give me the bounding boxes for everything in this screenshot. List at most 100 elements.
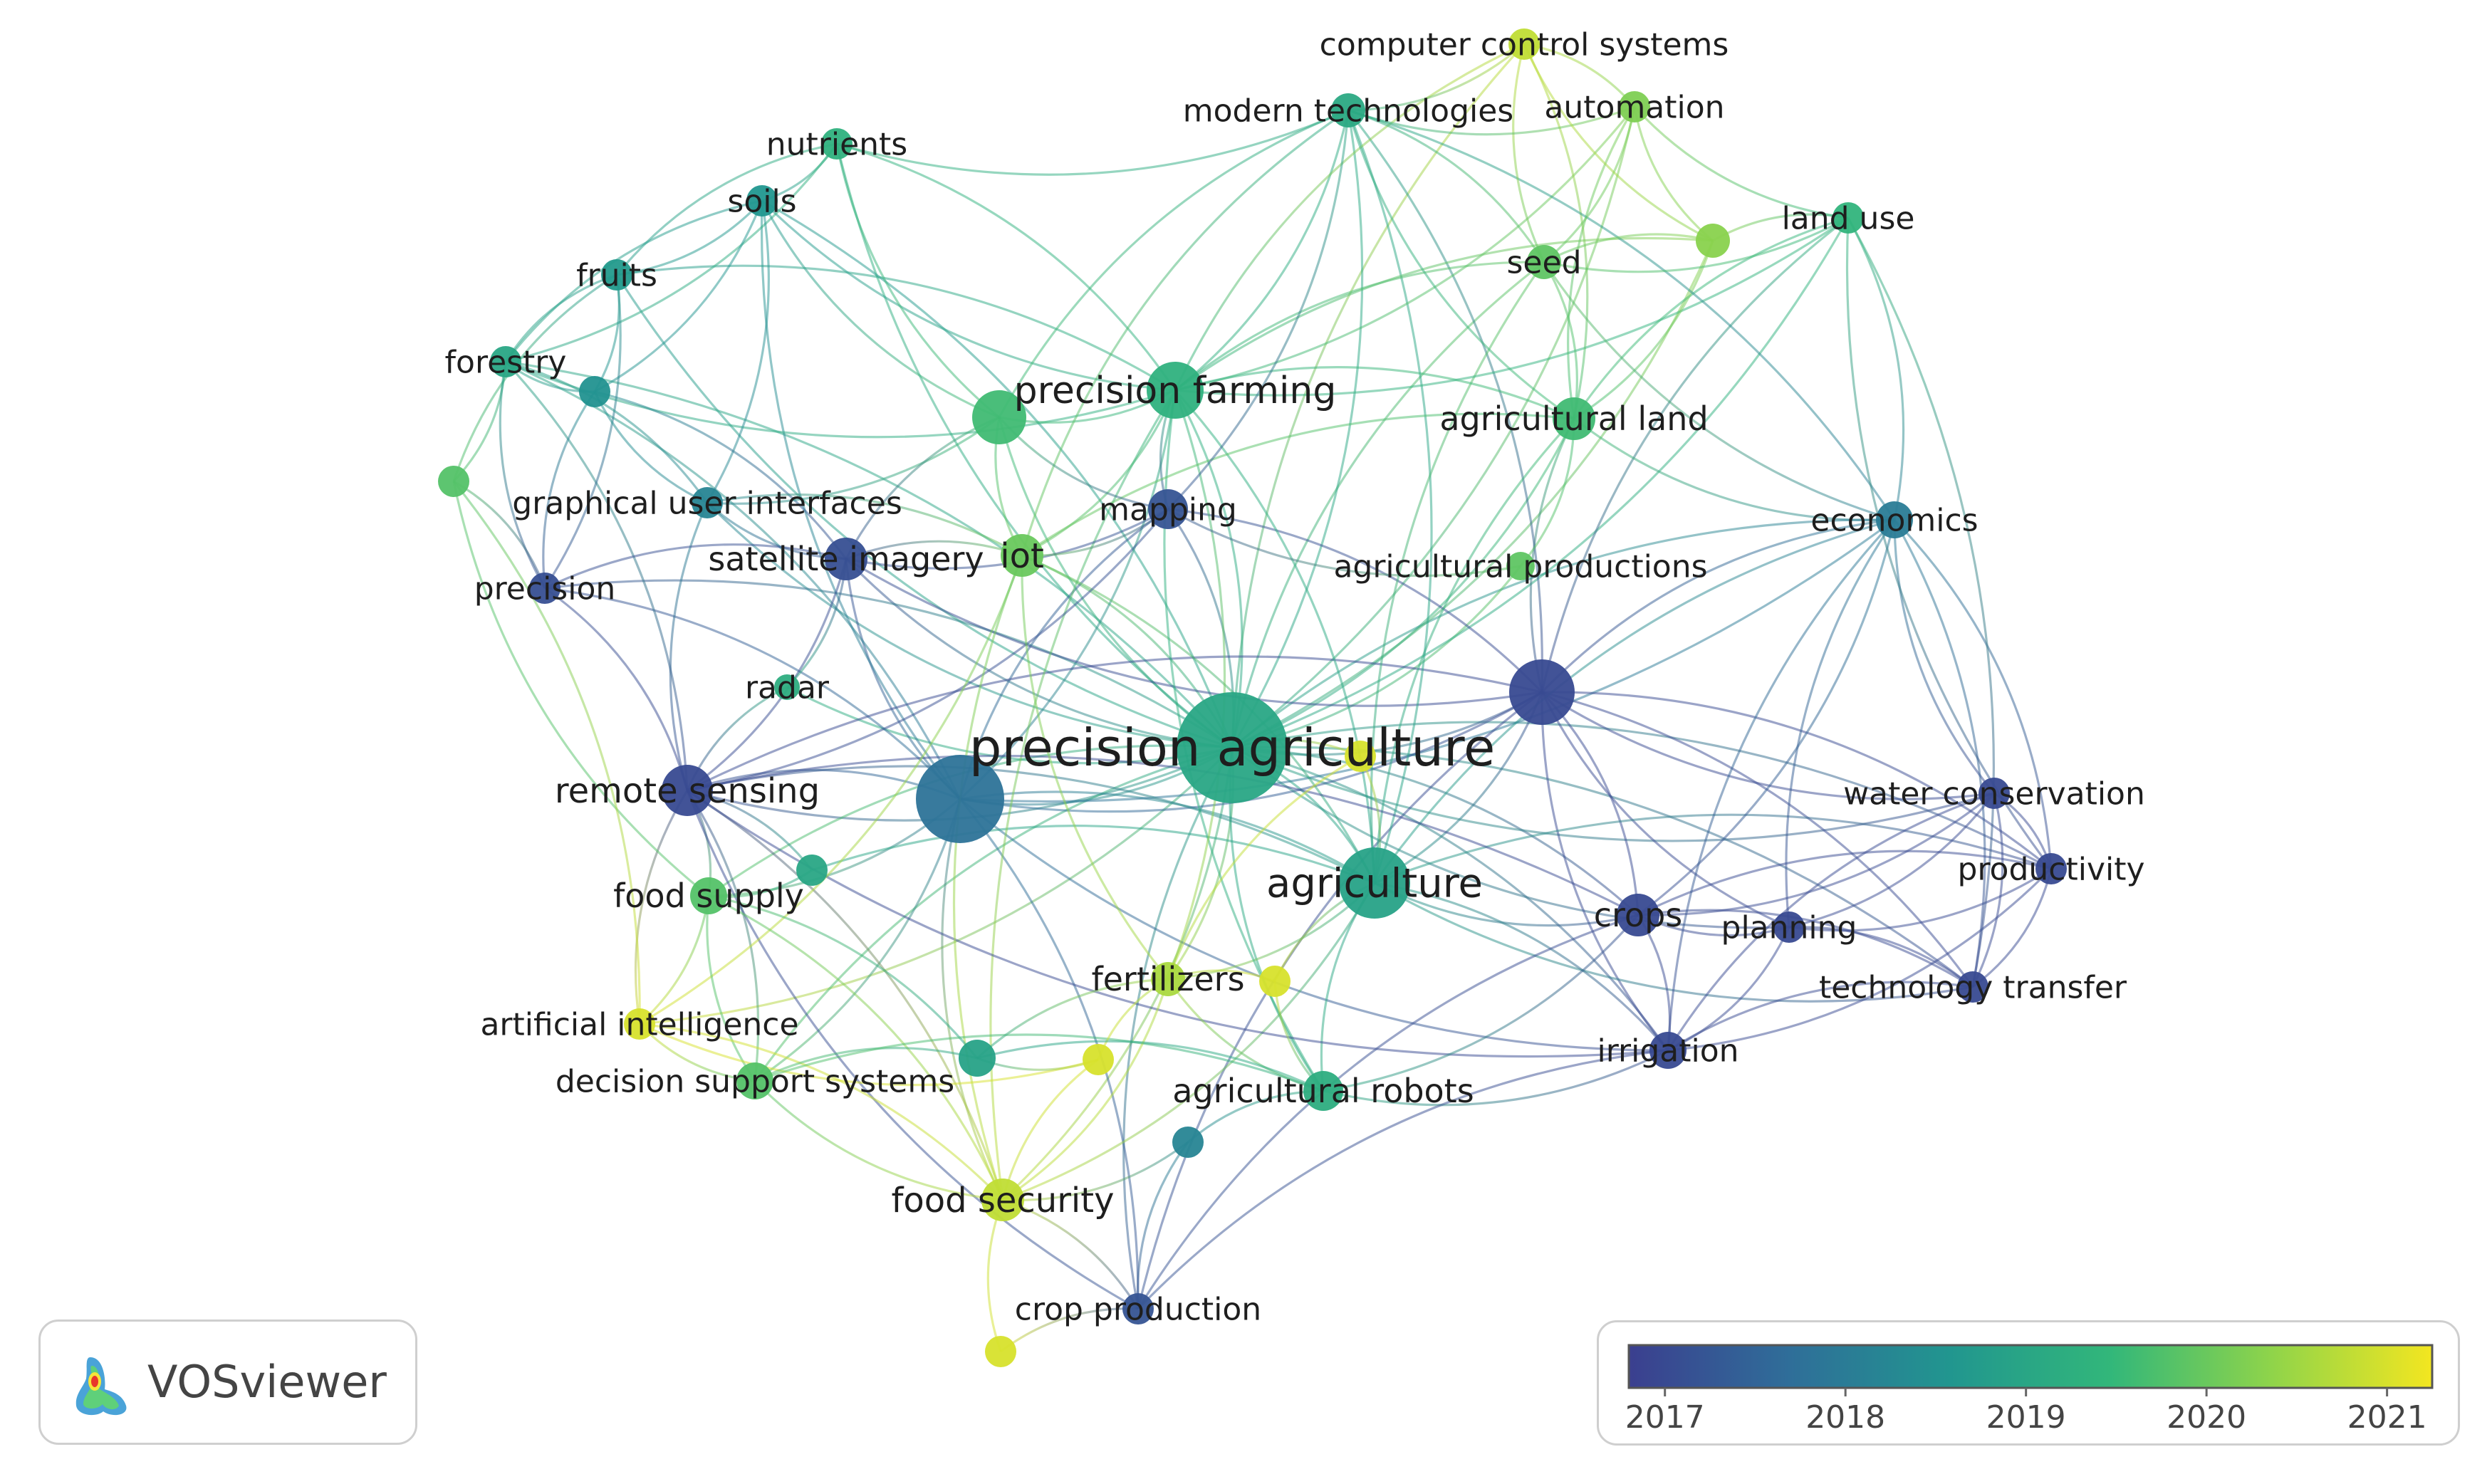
node-unlabeled-yellow-2[interactable] <box>1259 966 1291 997</box>
node-unlabeled-yellow-3[interactable] <box>1345 741 1376 772</box>
node-satellite-imagery[interactable] <box>825 538 867 580</box>
label-soils[interactable]: soils <box>727 183 796 219</box>
node-unlabeled-yellow-1[interactable] <box>1083 1044 1114 1075</box>
node-unlabeled-yellow-4[interactable] <box>985 1336 1016 1367</box>
label-crops[interactable]: crops <box>1594 896 1683 934</box>
label-computer-control-systems[interactable]: computer control systems <box>1320 26 1729 63</box>
label-water-conservation[interactable]: water conservation <box>1843 775 2145 812</box>
label-irrigation[interactable]: irrigation <box>1597 1033 1738 1069</box>
node-unlabeled-big-blue[interactable] <box>916 755 1004 843</box>
node-economics[interactable] <box>1876 501 1913 538</box>
label-graphical-user-interfaces[interactable]: graphical user interfaces <box>512 485 902 521</box>
label-fruits[interactable]: fruits <box>576 257 657 293</box>
node-unlabeled-green-1[interactable] <box>972 390 1026 444</box>
edge-precision-agriculture-crop-production <box>1122 747 1234 1310</box>
node-unlabeled-teal-3[interactable] <box>959 1040 996 1077</box>
node-unlabeled-lime-1[interactable] <box>1696 224 1730 258</box>
label-crop-production[interactable]: crop production <box>1015 1291 1261 1327</box>
node-unlabeled-teal-1[interactable] <box>579 376 610 407</box>
edge-precision-agriculture-modern-technologies <box>1231 110 1364 748</box>
label-artificial-intelligence[interactable]: artificial intelligence <box>480 1006 798 1043</box>
label-agricultural-robots[interactable]: agricultural robots <box>1172 1072 1474 1110</box>
node-mapping[interactable] <box>1148 489 1188 529</box>
edge-modern-technologies-mapping <box>1167 110 1350 511</box>
edge-planning-productivity <box>1788 867 2052 932</box>
edge-precision-agriculture-graphical-user-interfaces <box>706 501 1233 749</box>
node-decision-support-systems[interactable] <box>736 1062 773 1099</box>
label-decision-support-systems[interactable]: decision support systems <box>556 1063 954 1099</box>
node-irrigation[interactable] <box>1649 1032 1686 1069</box>
label-agriculture[interactable]: agriculture <box>1266 861 1483 907</box>
node-food-security[interactable] <box>981 1179 1024 1221</box>
label-radar[interactable]: radar <box>745 669 830 706</box>
edge-artificial-intelligence-unlabeled-yellow-1 <box>639 1023 1099 1087</box>
node-planning[interactable] <box>1773 911 1805 943</box>
label-mapping[interactable]: mapping <box>1099 491 1237 528</box>
node-agriculture[interactable] <box>1339 847 1410 919</box>
label-fertilizers[interactable]: fertilizers <box>1091 960 1244 998</box>
label-agricultural-productions[interactable]: agricultural productions <box>1333 548 1707 585</box>
node-unlabeled-teal-2[interactable] <box>796 855 828 886</box>
node-agricultural-robots[interactable] <box>1303 1071 1343 1111</box>
node-nutrients[interactable] <box>821 128 853 160</box>
node-precision-agriculture[interactable] <box>1177 692 1288 803</box>
edge-food-supply-food-security <box>708 894 1004 1201</box>
vosviewer-logo-box: VOSviewer <box>38 1320 417 1445</box>
node-radar[interactable] <box>774 674 800 700</box>
label-iot[interactable]: iot <box>1000 536 1044 576</box>
edge-agriculture-precision-farming <box>1174 389 1376 884</box>
label-precision[interactable]: precision <box>474 570 616 607</box>
node-unlabeled-big-purple[interactable] <box>1509 659 1575 725</box>
node-food-supply[interactable] <box>690 877 727 914</box>
label-land-use[interactable]: land use <box>1782 200 1915 236</box>
node-productivity[interactable] <box>2035 853 2067 884</box>
node-forestry[interactable] <box>490 346 521 377</box>
node-agricultural-productions[interactable] <box>1506 552 1535 580</box>
edge-graphical-user-interfaces-iot <box>707 493 1023 557</box>
label-modern-technologies[interactable]: modern technologies <box>1183 93 1513 129</box>
node-graphical-user-interfaces[interactable] <box>692 487 723 518</box>
label-precision-agriculture[interactable]: precision agriculture <box>969 718 1496 778</box>
node-crop-production[interactable] <box>1122 1293 1154 1324</box>
node-fertilizers[interactable] <box>1151 962 1185 996</box>
label-remote-sensing[interactable]: remote sensing <box>555 771 820 811</box>
label-productivity[interactable]: productivity <box>1957 851 2144 887</box>
node-precision[interactable] <box>529 573 561 604</box>
node-crops[interactable] <box>1617 894 1659 936</box>
node-water-conservation[interactable] <box>1979 778 2010 809</box>
label-agricultural-land[interactable]: agricultural land <box>1439 399 1708 438</box>
node-fruits[interactable] <box>601 259 632 291</box>
node-land-use[interactable] <box>1832 202 1864 234</box>
node-technology-transfer[interactable] <box>1957 971 1988 1003</box>
label-layer: precision agriculture agriculture precisio… <box>445 26 2145 1327</box>
label-food-security[interactable]: food security <box>891 1181 1114 1221</box>
label-satellite-imagery[interactable]: satellite imagery <box>708 540 984 578</box>
label-forestry[interactable]: forestry <box>445 344 567 380</box>
node-unlabeled-lime-2[interactable] <box>438 466 469 497</box>
label-automation[interactable]: automation <box>1544 89 1724 125</box>
node-automation[interactable] <box>1619 91 1650 122</box>
node-modern-technologies[interactable] <box>1331 93 1365 127</box>
label-economics[interactable]: economics <box>1810 502 1978 538</box>
node-iot[interactable] <box>1001 534 1043 577</box>
label-precision-farming[interactable]: precision farming <box>1014 370 1337 412</box>
node-artificial-intelligence[interactable] <box>624 1008 655 1040</box>
edge-computer-control-systems-unlabeled-lime-1 <box>1523 43 1714 242</box>
edge-soils-unlabeled-teal-1 <box>594 200 763 393</box>
node-soils[interactable] <box>746 185 778 216</box>
label-nutrients[interactable]: nutrients <box>766 126 907 162</box>
node-seed[interactable] <box>1527 245 1561 279</box>
edge-satellite-imagery-iot <box>845 540 1023 560</box>
label-technology-transfer[interactable]: technology transfer <box>1819 969 2127 1005</box>
node-layer <box>438 28 2067 1367</box>
label-planning[interactable]: planning <box>1721 909 1857 946</box>
node-remote-sensing[interactable] <box>662 765 713 816</box>
label-food-supply[interactable]: food supply <box>613 877 804 915</box>
node-computer-control-systems[interactable] <box>1508 28 1540 60</box>
edge-computer-control-systems-modern-technologies <box>1347 43 1526 112</box>
label-seed[interactable]: seed <box>1507 244 1582 281</box>
node-agricultural-land[interactable] <box>1553 397 1595 440</box>
node-precision-farming[interactable] <box>1147 362 1204 419</box>
node-unlabeled-teal-4[interactable] <box>1172 1127 1204 1158</box>
